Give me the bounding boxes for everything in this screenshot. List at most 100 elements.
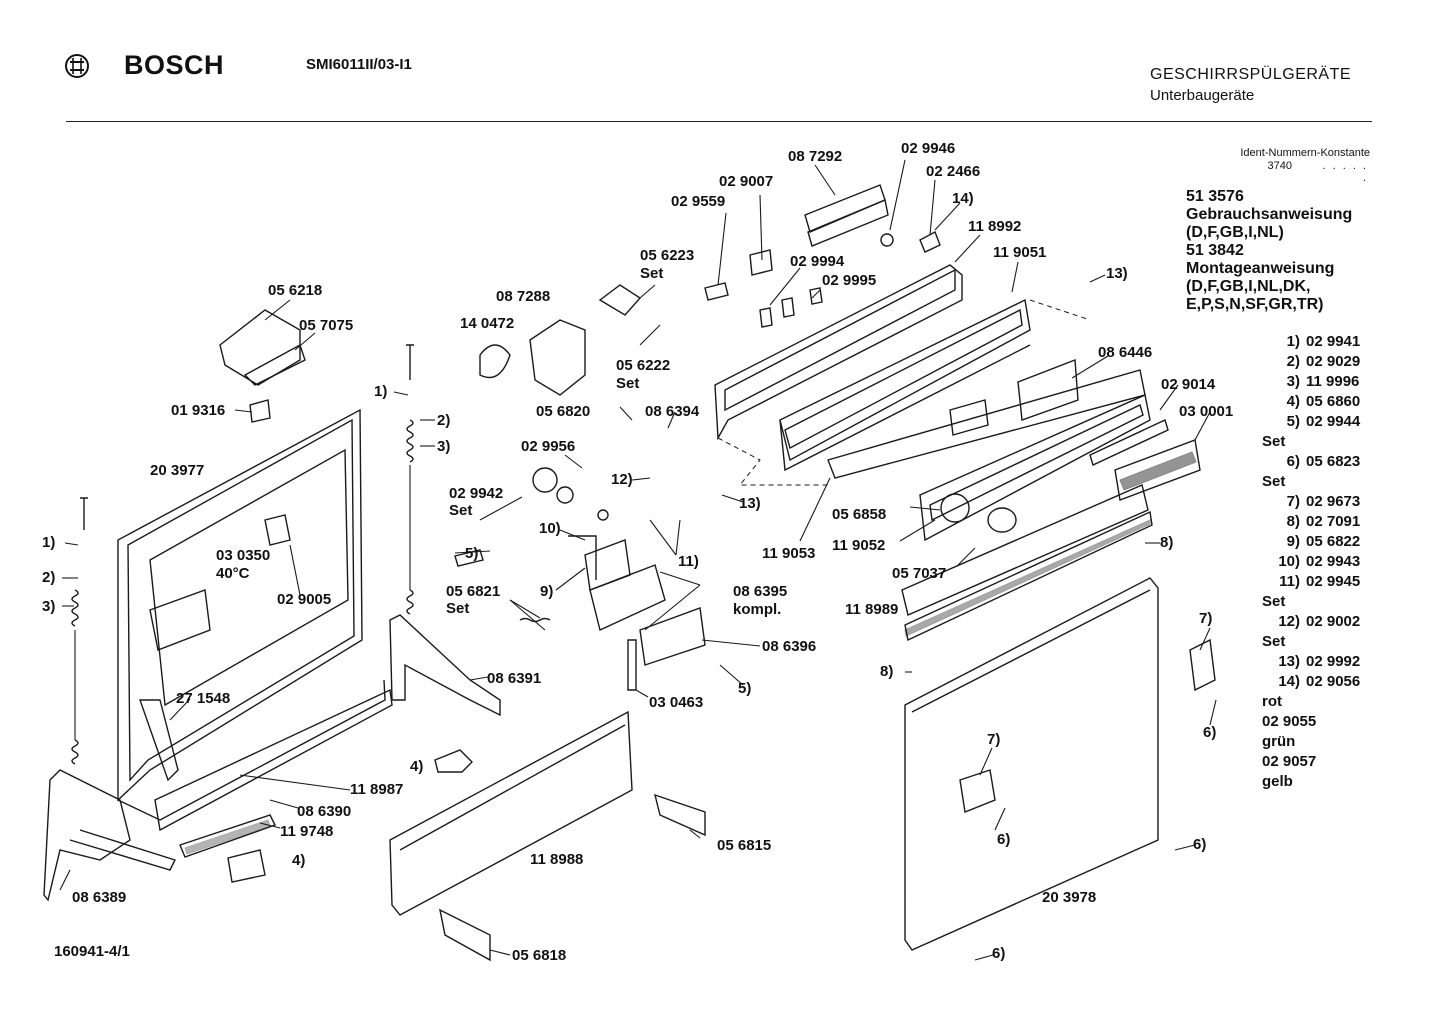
part-label: 11 9748 (280, 823, 334, 840)
part-label: Set (449, 502, 473, 519)
brand-name: BOSCH (124, 50, 225, 80)
part-label: 05 6818 (512, 947, 567, 964)
control-panel-drawing (714, 264, 1151, 616)
callout-label: 12) (611, 471, 633, 488)
footnote-part-number: 02 9944 (1306, 413, 1361, 430)
callout-label: 2) (437, 412, 451, 429)
part-label: 05 6815 (717, 837, 772, 854)
part-label: 11 8987 (350, 781, 404, 798)
part-label: 05 6820 (536, 403, 591, 420)
manual-languages: (D,F,GB,I,NL,DK, (1186, 278, 1311, 295)
part-label: 08 6394 (645, 403, 700, 420)
callout-label: 7) (1199, 610, 1213, 627)
callout-label: 4) (292, 852, 306, 869)
footnote-number: 7) (1286, 493, 1300, 510)
manual-number: 51 3842 (1186, 242, 1244, 259)
callout-label: 13) (739, 495, 761, 512)
footnote-part-number: 02 7091 (1306, 513, 1361, 530)
footnote-part-number: 02 9945 (1306, 573, 1361, 590)
footnote-part-number: 02 9941 (1306, 333, 1361, 350)
footnote-number: 13) (1278, 653, 1300, 670)
manual-languages: (D,F,GB,I,NL) (1186, 224, 1284, 241)
part-label: 20 3978 (1042, 889, 1097, 906)
manuals-list: 51 3576 Gebrauchsanweisung (D,F,GB,I,NL)… (1186, 188, 1352, 314)
footnote-suffix: Set (1262, 633, 1286, 650)
part-label: 02 9005 (277, 591, 332, 608)
callout-label: 6) (1203, 724, 1217, 741)
footnote-number: 1) (1286, 333, 1300, 350)
switch-row-drawing (704, 184, 941, 328)
part-label: 08 6395 (733, 583, 788, 600)
ident-value: 3740 (1267, 160, 1292, 172)
footnote-suffix: grün (1262, 733, 1296, 750)
part-label: 02 9946 (901, 140, 956, 157)
part-label: 05 6858 (832, 506, 887, 523)
part-label: 27 1548 (176, 690, 231, 707)
footnote-item: 4)05 6860 (1262, 392, 1361, 412)
footnote-item: 10)02 9943 (1262, 552, 1360, 572)
callout-label: 14) (952, 190, 974, 207)
buttons-drawing (1089, 419, 1201, 501)
part-label: 20 3977 (150, 462, 205, 479)
ident-dots: . . . . . . (1322, 160, 1368, 184)
callout-label: 7) (987, 731, 1001, 748)
part-label: 08 7292 (788, 148, 843, 165)
footnote-part-number: 02 9029 (1306, 353, 1361, 370)
part-label: 02 9559 (671, 193, 726, 210)
footnote-suffix: 02 9055 (1262, 713, 1317, 730)
callout-label: 8) (1160, 534, 1174, 551)
footnote-part-number: 11 9996 (1306, 373, 1360, 390)
model-number: SMI6011II/03-I1 (306, 56, 412, 73)
footnote-item: 7) 02 9673 (1262, 492, 1361, 512)
part-label: 08 6390 (297, 803, 352, 820)
footnote-suffix: gelb (1262, 773, 1293, 790)
callout-label: 10) (539, 520, 561, 537)
handle-drawing (904, 510, 1153, 642)
callout-label: 6) (997, 831, 1011, 848)
footnote-part-number: 02 9673 (1306, 493, 1361, 510)
hinge-drawing (43, 614, 501, 902)
footnote-item: 6)05 6823 (1262, 452, 1361, 472)
part-label: 02 9942 (449, 485, 504, 502)
footnote-suffix: Set (1262, 593, 1286, 610)
part-label: 08 6446 (1098, 344, 1153, 361)
part-label: 11 8989 (845, 601, 899, 618)
footnote-item: 11) 02 9945 (1262, 572, 1360, 592)
callout-label: 5) (738, 680, 752, 697)
part-label: 08 6389 (72, 889, 127, 906)
footnote-suffix: Set (1262, 473, 1286, 490)
part-label: 03 0001 (1179, 403, 1234, 420)
part-label: 05 6223 (640, 247, 695, 264)
footnote-number: 9) (1286, 533, 1300, 550)
bracket-drawing (219, 309, 306, 423)
part-label: 05 7037 (892, 565, 947, 582)
part-label: 02 9014 (1161, 376, 1216, 393)
manual-name: Gebrauchsanweisung (1186, 206, 1353, 223)
callout-label: 3) (42, 598, 56, 615)
footnote-part-number: 02 9992 (1306, 653, 1361, 670)
part-label: 01 9316 (171, 402, 226, 419)
callout-label: 8) (880, 663, 894, 680)
door-frame-drawing (117, 408, 393, 832)
part-label: kompl. (733, 601, 782, 618)
part-label: 05 6821 (446, 583, 501, 600)
footnote-part-number: 05 6822 (1306, 533, 1361, 550)
footnote-number: 11) (1279, 573, 1300, 590)
footnote-number: 4) (1286, 393, 1300, 410)
part-label: 02 9995 (822, 272, 877, 289)
part-label: 14 0472 (460, 315, 515, 332)
manual-languages: E,P,S,N,SF,GR,TR) (1186, 296, 1324, 313)
footnote-number: 5) (1286, 413, 1300, 430)
footnote-number: 14) (1278, 673, 1300, 690)
header-divider (66, 121, 1372, 122)
part-label: Set (446, 600, 470, 617)
footnote-number: 2) (1286, 353, 1300, 370)
part-label: 05 6218 (268, 282, 323, 299)
footnote-item: 13) 02 9992 (1262, 652, 1360, 672)
springs-drawing (71, 344, 414, 765)
footnote-item: 14)02 9056 (1262, 672, 1360, 692)
callout-label: 13) (1106, 265, 1128, 282)
